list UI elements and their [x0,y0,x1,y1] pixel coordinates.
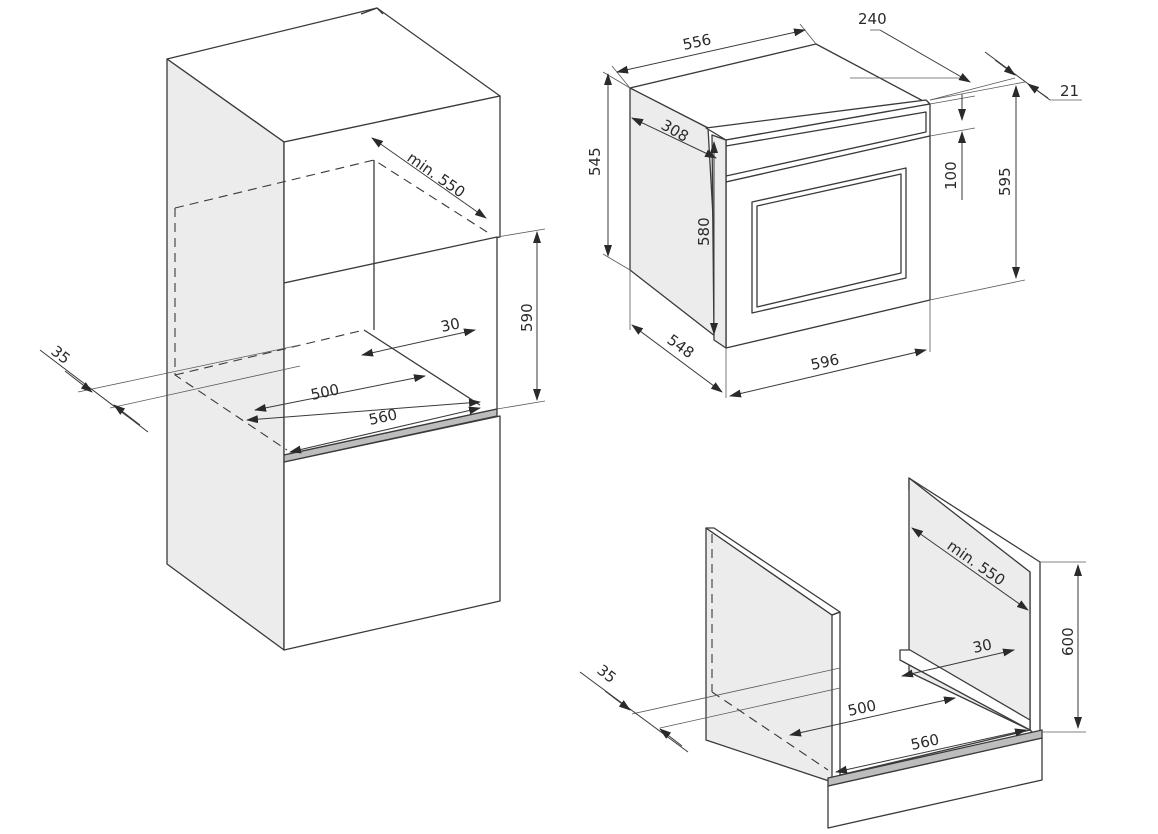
dim-line-308 [631,117,717,159]
dim-oven-front-thickness-label: 21 [1060,82,1079,100]
dim-line-35 [39,349,149,433]
hidden-top [174,159,488,233]
dim-oven-panel-depth-label: 240 [858,10,887,28]
dim-line-base-560 [835,728,1027,774]
dim-tall-offset-label: 35 [48,342,74,368]
ext-base-35-a [631,667,841,715]
ext-545-a [602,71,631,89]
tall-cabinet-top-lip [360,7,384,15]
dim-oven-body-height-label: 545 [586,147,604,176]
dim-oven-total-height-label: 595 [996,167,1014,196]
dim-oven-top-width-label: 556 [681,30,713,54]
dim-oven-panel-height-label: 100 [942,161,960,190]
dim-arrow-35-b [113,404,141,426]
base-cabinet: min. 550 600 30 500 560 35 [579,477,1086,829]
dim-oven-width-label: 596 [809,350,841,374]
ext-100-b [929,127,976,137]
tall-cabinet-side [166,58,285,651]
dim-base-back-width-label: 500 [846,696,878,720]
dim-base-front-width-label: 560 [909,730,941,754]
ext-590-bottom [496,400,546,410]
base-hidden-floor [711,691,829,771]
base-left-edge [831,611,841,616]
dim-line-596 [729,348,927,398]
dim-line-base-500 [789,696,956,737]
ext-100-a [929,95,976,105]
dim-tall-height-label: 590 [518,303,536,332]
ext-595-a [929,81,1026,101]
dim-tall-back-width-label: 500 [309,380,341,404]
ext-35-b [109,365,301,409]
dim-arrow-21-a [994,59,1016,76]
ext-590-top [496,228,546,238]
ext-556-a [611,65,631,89]
dim-oven-front-height-label: 580 [695,217,713,246]
dim-tall-front-width-label: 560 [367,405,399,429]
ext-556-b [799,23,817,45]
dim-base-gap-label: 30 [971,635,993,657]
ext-595-b [929,279,1026,301]
ext-35-a [77,344,301,393]
dim-line-30 [361,328,476,357]
dim-line-base-min550 [911,527,1029,611]
tall-cabinet: min. 550 590 30 500 560 35 [39,7,546,651]
dim-line-base-30 [901,648,1015,678]
dim-arrow-base-35-a [604,690,631,711]
ext-base-35-b [659,687,841,729]
dim-line-240 [879,29,971,83]
dim-base-offset-label: 35 [594,661,620,687]
dim-line-560 [289,406,481,454]
dim-line-base-35 [579,671,689,753]
dim-line-548 [631,324,723,393]
dim-arrow-35-a [64,370,93,393]
oven: 556 240 21 545 308 580 100 595 [586,10,1082,398]
oven-window-inner [756,173,902,308]
dim-base-height-label: 600 [1059,627,1077,656]
dim-line-min550 [371,137,487,219]
dim-arrow-21-b [1027,83,1049,99]
dim-oven-depth-label: 548 [664,331,698,362]
dim-arrow-base-35-b [659,728,683,747]
ext-21-a [929,77,1016,101]
ext-545-b [602,253,631,271]
hidden-floor [174,329,365,376]
dim-tall-gap-label: 30 [439,314,461,336]
base-cabinet-plinth [827,737,1043,829]
dim-line-556 [616,28,806,74]
